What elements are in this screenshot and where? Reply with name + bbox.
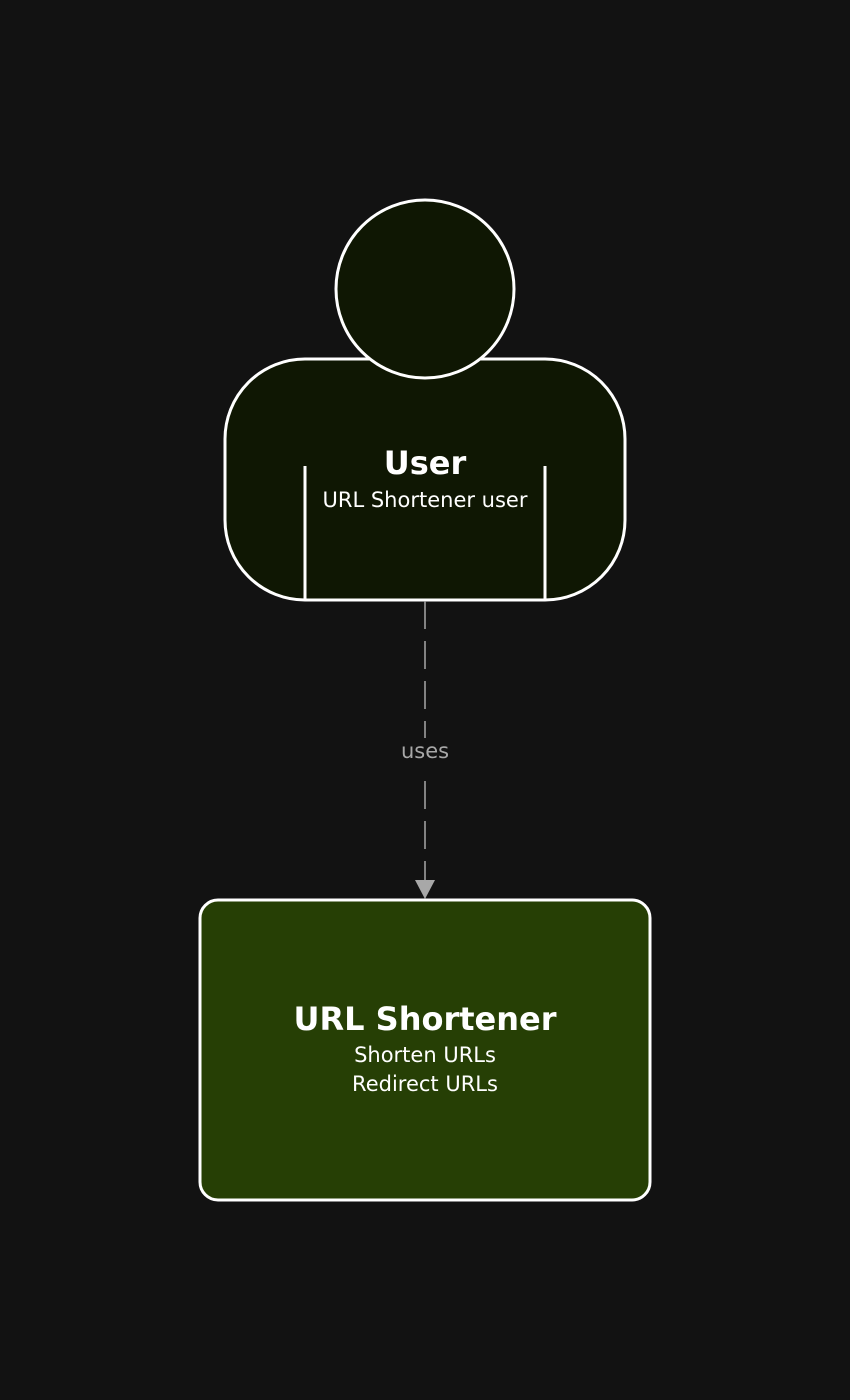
system-description-line-1: Shorten URLs [354,1043,496,1067]
person-title: User [384,444,467,482]
person-user-node[interactable]: User URL Shortener user [223,198,627,602]
system-box [198,898,652,1202]
system-url-shortener-node[interactable]: URL Shortener Shorten URLs Redirect URLs [198,898,652,1202]
person-description: URL Shortener user [323,488,528,512]
system-title: URL Shortener [293,1000,556,1038]
edge-label: uses [401,739,449,763]
uses-relationship-edge[interactable]: uses [401,601,449,899]
edge-arrowhead-icon [415,880,435,899]
system-description-line-2: Redirect URLs [352,1072,498,1096]
person-head [334,198,516,380]
